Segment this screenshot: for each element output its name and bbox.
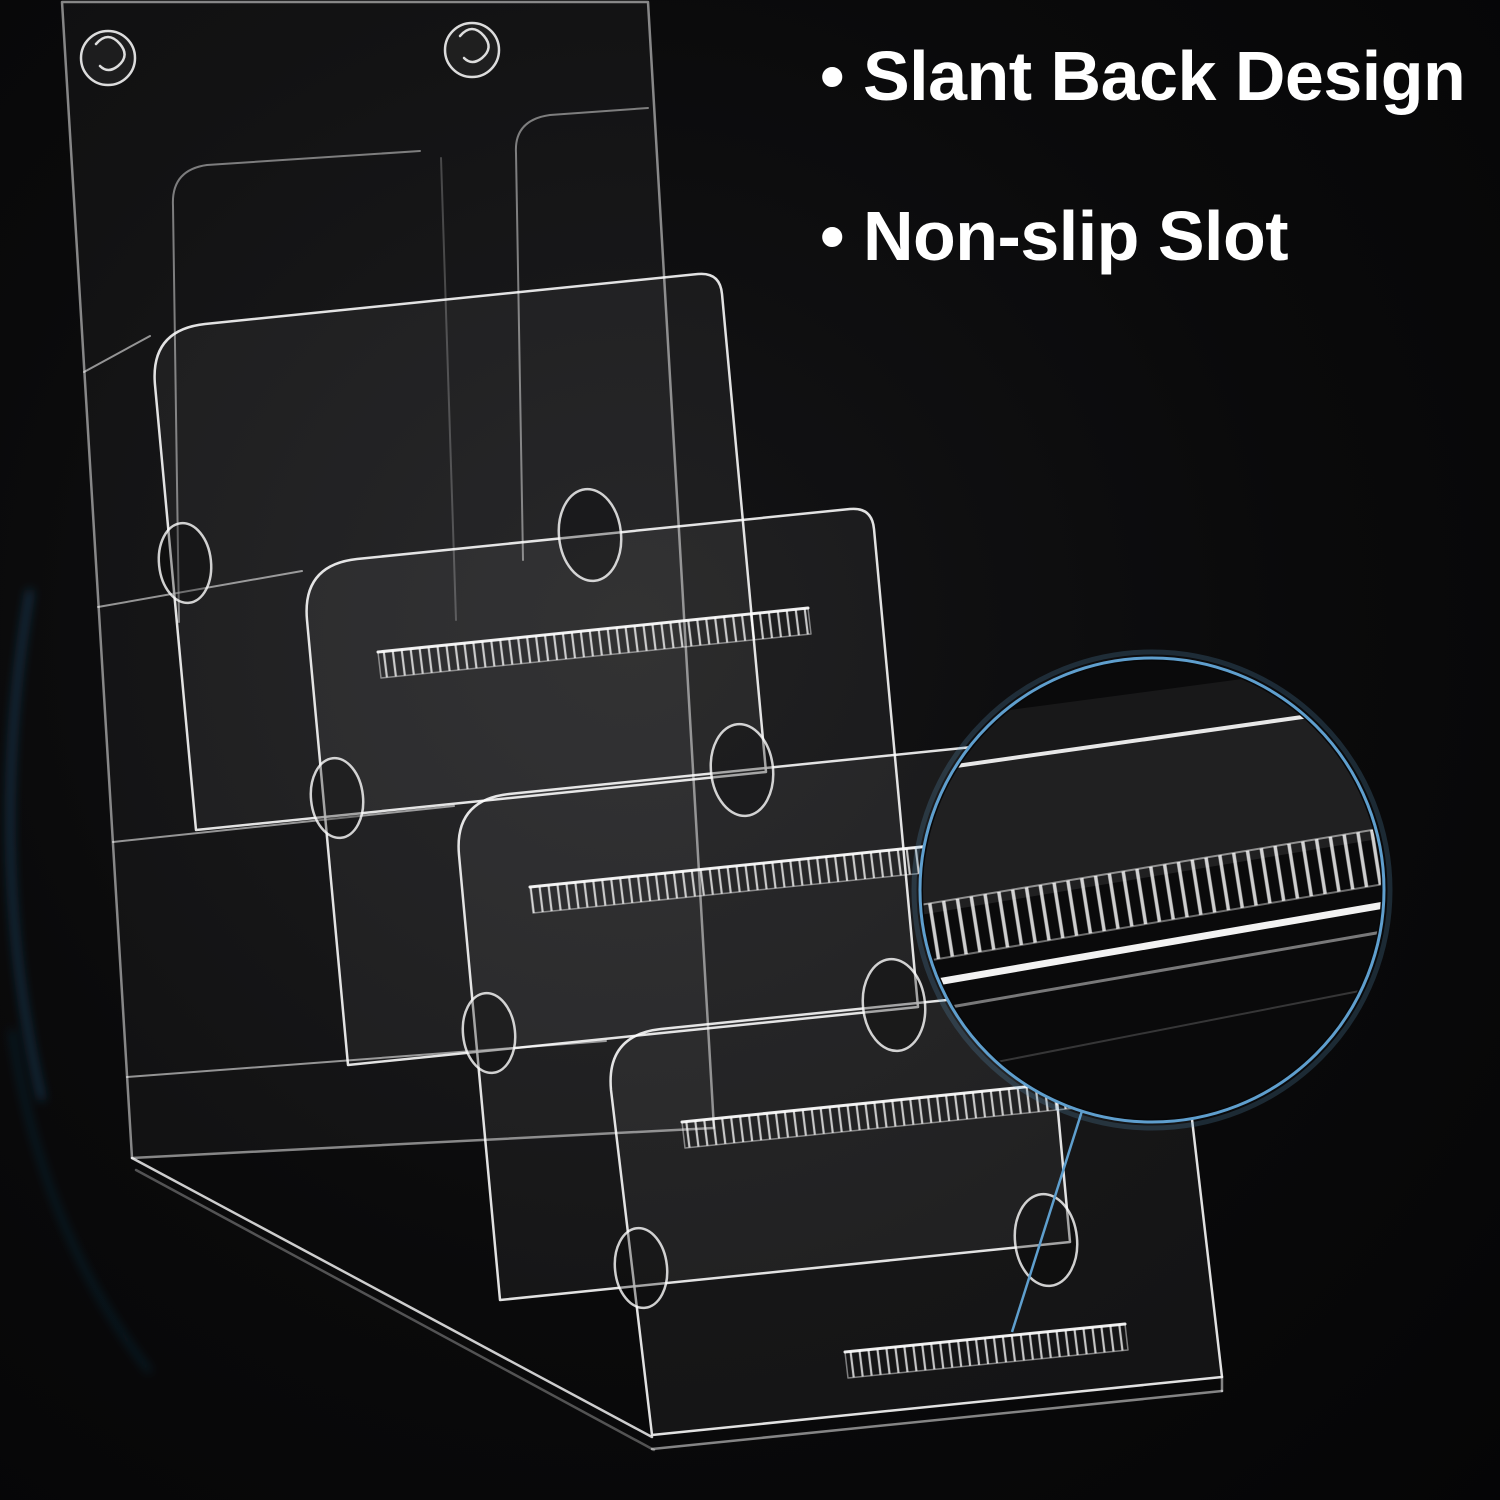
brochure-holder: [60, 0, 1224, 1452]
feature-bullet-slant-back: • Slant Back Design: [820, 37, 1466, 115]
blue-glow-streaks: [8, 589, 152, 1373]
non-slip-slot-closeup-callout: [911, 649, 1393, 1333]
tier-front-1: [153, 272, 768, 832]
callout-ring: [918, 656, 1386, 1124]
thumb-holes: [157, 487, 1079, 1310]
tier-fronts: [153, 272, 1224, 1437]
feature-bullets: • Slant Back Design • Non-slip Slot: [820, 37, 1466, 358]
callout-connector-line: [1010, 1110, 1084, 1333]
keyhole-slot-icon: [79, 29, 137, 87]
base-edges: [130, 1156, 1224, 1452]
feature-bullet-non-slip-slot: • Non-slip Slot: [820, 197, 1289, 275]
keyhole-slot-icon: [443, 21, 501, 79]
inner-divider-edges: [171, 107, 649, 623]
